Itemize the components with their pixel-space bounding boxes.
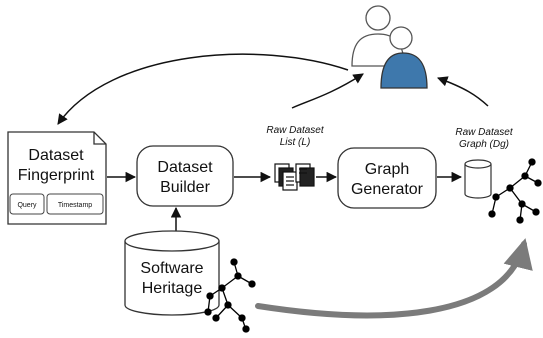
network-graph-icon-output	[488, 158, 542, 224]
raw-graph-caption-line1: Raw Dataset	[455, 127, 513, 138]
heritage-label-line2: Heritage	[142, 280, 203, 297]
cylinder-database-icon	[464, 159, 492, 199]
dataset-builder-box: Dataset Builder	[136, 145, 234, 207]
timestamp-tag: Timestamp	[58, 202, 92, 209]
grey-feedback-arrow	[255, 238, 533, 319]
network-graph-icon-source	[204, 258, 256, 333]
heritage-label-line1: Software	[140, 260, 203, 277]
fingerprint-title-line2: Fingerprint	[18, 167, 95, 184]
builder-label-line2: Builder	[160, 179, 210, 196]
software-heritage-database: Software Heritage	[124, 230, 220, 316]
feedback-arrow-to-fingerprint	[57, 53, 349, 125]
fingerprint-title-line1: Dataset	[28, 147, 84, 164]
users-icon	[351, 5, 428, 89]
arrow-graph-to-users	[437, 76, 489, 107]
raw-list-caption-line1: Raw Dataset	[266, 125, 324, 136]
builder-label-line1: Dataset	[157, 159, 213, 176]
query-tag: Query	[17, 202, 37, 209]
arrow-list-to-users	[291, 73, 364, 109]
raw-graph-caption-line2: Graph (Dg)	[459, 139, 509, 150]
raw-list-caption-line2: List (L)	[280, 137, 311, 148]
dataset-fingerprint-document: Dataset Fingerprint Query Timestamp	[7, 131, 107, 225]
stacked-documents-icon	[274, 163, 315, 191]
generator-label-line2: Generator	[351, 181, 424, 198]
graph-generator-box: Graph Generator	[337, 147, 437, 209]
generator-label-line1: Graph	[365, 161, 409, 178]
